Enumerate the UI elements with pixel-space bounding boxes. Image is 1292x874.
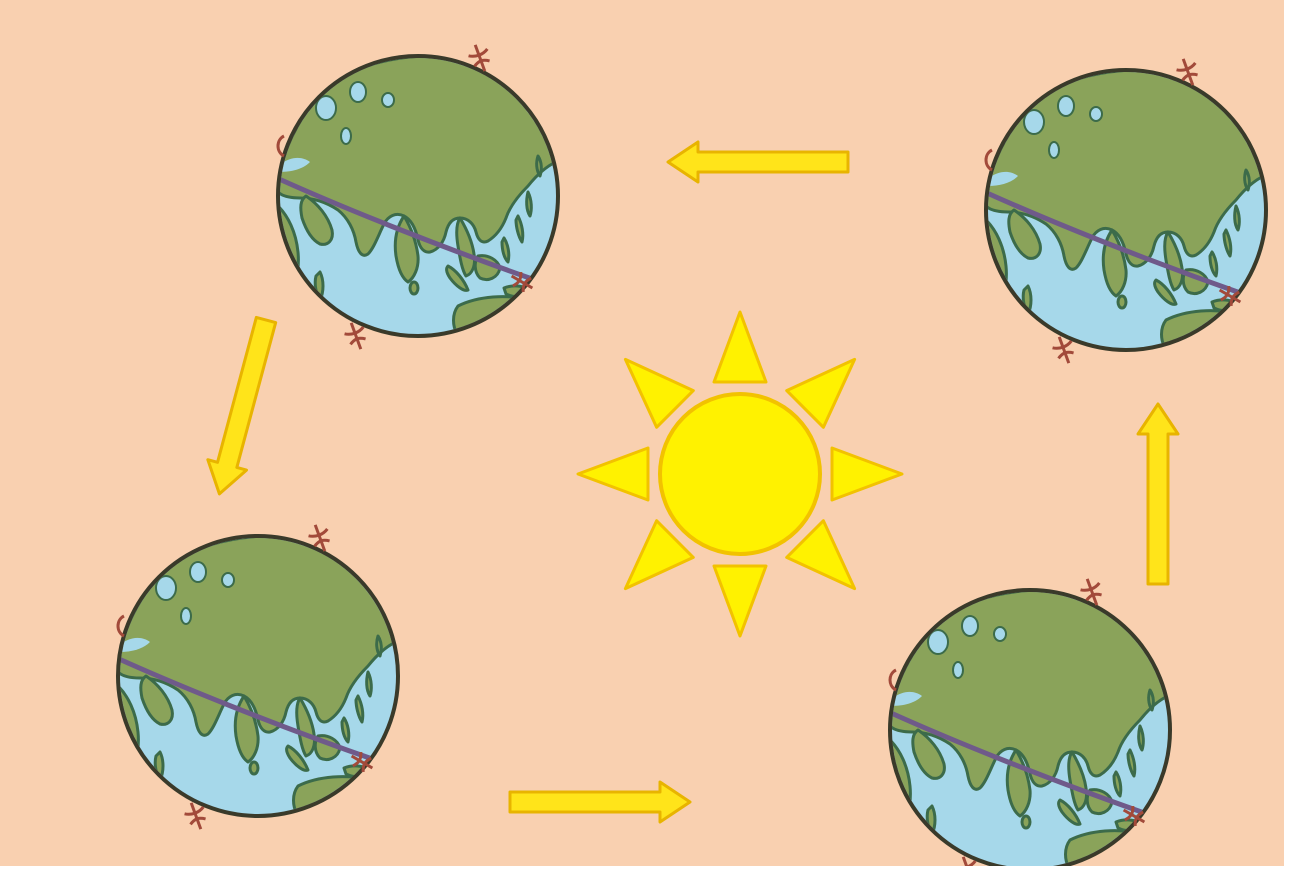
sun-disc: [660, 394, 820, 554]
frame-right: [1284, 0, 1292, 874]
frame-bottom: [0, 866, 1292, 874]
sun: [578, 312, 902, 636]
